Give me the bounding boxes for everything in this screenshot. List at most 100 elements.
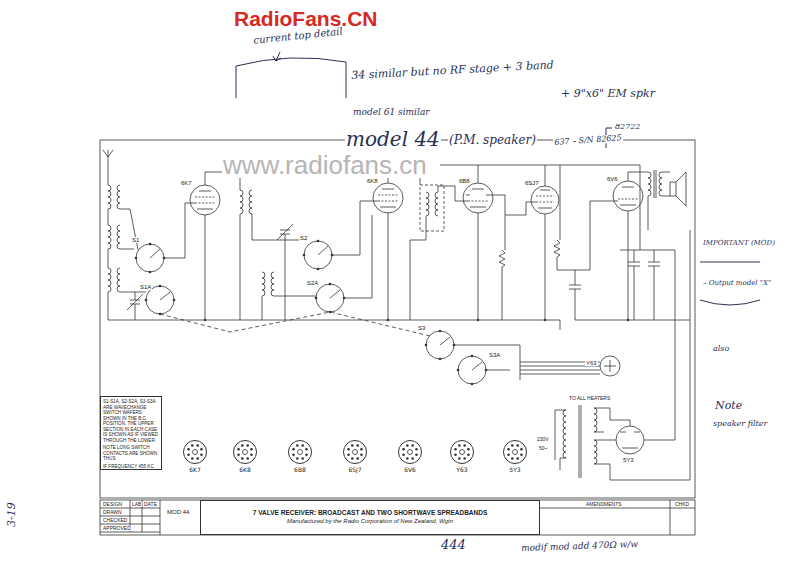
valve-base-diagram: 6SJ7: [343, 440, 367, 464]
valve-pin: [250, 448, 253, 451]
valve-pin: [511, 457, 514, 460]
valve-label: 6V6: [606, 176, 619, 182]
valve-pin: [305, 453, 308, 456]
valve-pin: [196, 444, 199, 447]
valve-pin: [351, 457, 354, 460]
valve-pin: [347, 448, 350, 451]
valve-pin: [507, 448, 510, 451]
valve-pin: [305, 448, 308, 451]
valve-label: 6SJ7: [348, 467, 361, 473]
valve-label: Y63: [456, 467, 467, 473]
valve-base-diagram: Y63: [450, 440, 474, 464]
valve-pin: [351, 444, 354, 447]
title-cell: DATE: [143, 502, 158, 507]
handwritten-note: modif mod add 470Ω w/w: [520, 540, 639, 553]
valve-pin: [356, 444, 359, 447]
valve-pin: [292, 448, 295, 451]
title-cell: DESIGN: [102, 502, 123, 507]
valve-pin: [458, 444, 461, 447]
handwritten-note: (P.M. speaker): [448, 134, 537, 146]
valve-pins: [289, 441, 311, 463]
handwritten-note: Note: [714, 400, 743, 411]
valve-pin: [241, 444, 244, 447]
handwritten-note: model 61 similar: [352, 108, 431, 117]
valve-pin: [237, 448, 240, 451]
valve-label: 5Y3: [509, 467, 520, 473]
title-block: 7 VALVE RECEIVER: BROADCAST AND TWO SHOR…: [200, 500, 540, 535]
valve-pin: [187, 453, 190, 456]
valve-pin: [246, 457, 249, 460]
valve-label: 6B8: [294, 467, 306, 473]
valve-key: [298, 450, 303, 455]
valve-label: 6V6: [404, 467, 416, 473]
handwritten-note: also: [712, 345, 730, 353]
valve-pin: [237, 453, 240, 456]
valve-key: [408, 450, 413, 455]
valve-pin: [520, 453, 523, 456]
valve-pin: [511, 444, 514, 447]
valve-pin: [463, 444, 466, 447]
valve-pin: [411, 457, 414, 460]
valve-pin: [463, 457, 466, 460]
valve-pin: [507, 453, 510, 456]
valve-pin: [411, 444, 414, 447]
note-text: IF FREQUENCY 455 KC: [103, 464, 159, 470]
switch-label: S1A: [139, 284, 152, 290]
valve-pins: [184, 441, 206, 463]
valve-pin: [458, 457, 461, 460]
note-text: S1-S1A, S2-S2A, S3-S3A ARE WAVECHANGE SW…: [103, 399, 159, 443]
handwritten-note: IMPORTANT (MOD): [702, 240, 776, 247]
valve-pin: [467, 453, 470, 456]
handwritten-note: 444: [440, 538, 467, 551]
valve-pin: [454, 448, 457, 451]
watermark: RadioFans.CN: [233, 8, 379, 29]
valve-label: 6SJ7: [524, 180, 540, 186]
valve-label: 6K8: [239, 467, 251, 473]
valve-key: [353, 450, 358, 455]
valve-pin: [402, 453, 405, 456]
valve-label: 5Y3: [622, 457, 635, 463]
handwritten-note: + 9"x6" EM spkr: [560, 88, 656, 99]
mains-label: 230V: [536, 437, 550, 442]
title-cell: CHECKED: [102, 518, 128, 523]
valve-pin: [196, 457, 199, 460]
valve-pin: [516, 444, 519, 447]
valve-label: Y63: [585, 360, 598, 366]
page-number: 3-19: [6, 501, 17, 528]
valve-pin: [191, 457, 194, 460]
valve-pin: [520, 448, 523, 451]
handwritten-note: model 44: [345, 129, 441, 149]
manufacturer-line: Manufactured by the Radio Corporation of…: [287, 518, 453, 526]
valve-pin: [191, 444, 194, 447]
valve-base-diagram: 6B8: [288, 440, 312, 464]
serial-number: 637 – S/N 82625: [553, 134, 623, 147]
title-cell: APPROVED: [102, 526, 132, 531]
valve-pin: [241, 457, 244, 460]
switch-label: S3A: [488, 352, 501, 358]
valve-pin: [406, 457, 409, 460]
valve-label: 6K8: [366, 178, 379, 184]
valve-pin: [467, 448, 470, 451]
valve-pin: [415, 448, 418, 451]
switch-label: S1: [131, 237, 140, 243]
valve-base-diagram: 6K8: [233, 440, 257, 464]
valve-pin: [187, 448, 190, 451]
valve-pin: [200, 448, 203, 451]
switch-label: S2: [299, 235, 308, 241]
valve-label: 6B8: [458, 178, 471, 184]
serial-number: 82722: [614, 123, 641, 131]
valve-key: [460, 450, 465, 455]
valve-pin: [360, 453, 363, 456]
valve-pin: [200, 453, 203, 456]
valve-pins: [234, 441, 256, 463]
switch-label: S3: [417, 325, 426, 331]
handwritten-note: speaker filter: [712, 420, 768, 428]
handwritten-note: current top detail: [252, 26, 344, 46]
valve-pin: [360, 448, 363, 451]
wiring-note: TO ALL HEATERS: [568, 396, 611, 401]
title-cell: CHKD: [674, 502, 690, 507]
switch-label: S2A: [306, 280, 319, 286]
valve-pin: [292, 453, 295, 456]
valve-pin: [406, 444, 409, 447]
